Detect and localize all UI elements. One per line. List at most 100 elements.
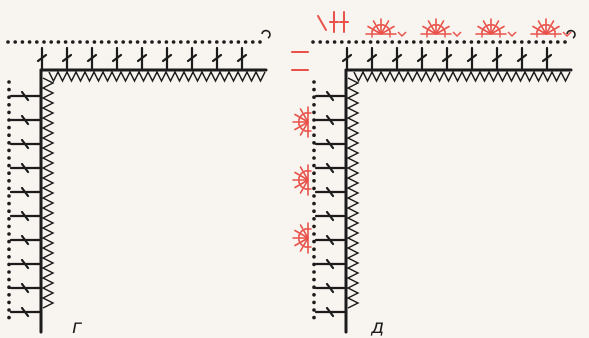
chain-dot <box>347 40 351 44</box>
stitch-slash <box>20 90 30 102</box>
fan-stitch <box>294 171 309 181</box>
left-stitch <box>9 90 41 102</box>
chain-dot <box>484 40 488 44</box>
chain-dot <box>312 186 316 191</box>
chain-dot <box>42 40 46 44</box>
chain-dot <box>312 293 316 297</box>
red-fan-left <box>292 106 312 138</box>
fan-stitch <box>294 229 309 239</box>
top-stitch <box>161 46 173 70</box>
chain-dot <box>7 186 11 191</box>
chain-dot <box>312 224 316 229</box>
chain-dot <box>541 40 546 44</box>
stitch-slash <box>541 53 553 63</box>
chain-dot <box>207 40 212 44</box>
chain-dot <box>548 40 553 44</box>
stitch-slash <box>325 258 335 270</box>
left-stitch <box>9 186 41 198</box>
chain-dot <box>354 40 359 44</box>
top-stitch <box>86 46 98 70</box>
chain-dot <box>7 293 11 297</box>
fan-stitch <box>422 25 437 35</box>
chain-dot <box>312 133 316 137</box>
chain-dot <box>440 40 445 44</box>
stitch-slash <box>161 53 173 63</box>
red-fan-top <box>420 18 452 38</box>
chain-dot <box>383 40 387 44</box>
chain-dot <box>312 125 316 130</box>
chain-dot <box>312 80 316 84</box>
fan-stitch <box>537 20 547 35</box>
diagram-label-g: г <box>72 316 82 338</box>
stitch-slash <box>325 138 335 150</box>
stitch-slash <box>20 186 30 198</box>
fan-stitch <box>299 237 309 252</box>
chain-dot <box>135 40 140 44</box>
top-stitch <box>111 46 123 70</box>
chain-dot <box>7 110 11 115</box>
chain-dot <box>426 40 431 44</box>
top-stitch <box>541 46 553 70</box>
chain-dot <box>312 201 316 206</box>
chain-dot <box>312 285 316 290</box>
fan-stitch <box>427 20 437 35</box>
stitch-slash <box>325 90 335 102</box>
chain-dot <box>361 40 366 44</box>
chain-dot <box>340 40 344 44</box>
stitch-slash <box>20 282 30 294</box>
chain-dot <box>7 209 11 213</box>
chain-dot <box>512 40 517 44</box>
left-stitch <box>314 90 346 102</box>
chain-dot <box>419 40 423 44</box>
chain-dot <box>35 40 39 44</box>
chain-dot <box>312 118 316 122</box>
chain-dot <box>179 40 183 44</box>
top-stitch <box>466 46 478 70</box>
chain-dot <box>164 40 169 44</box>
chain-dot <box>7 285 11 290</box>
zigzag-top <box>48 70 266 83</box>
left-stitch <box>9 210 41 222</box>
chain-dot <box>7 118 11 122</box>
diagram-label-d: д <box>371 316 385 338</box>
chain-dot <box>92 40 97 44</box>
chain-dot <box>312 315 316 320</box>
chain-dot <box>312 141 316 145</box>
stitch-slash <box>516 53 528 63</box>
left-stitch <box>314 186 346 198</box>
chain-dot <box>498 40 503 44</box>
chain-dot <box>7 179 11 183</box>
chain-dot <box>7 270 11 274</box>
left-stitch <box>314 258 346 270</box>
diagram-d <box>291 11 576 334</box>
chain-dot <box>312 239 316 244</box>
chain-dot <box>128 40 133 44</box>
chain-dot <box>312 277 316 282</box>
chain-dot <box>312 194 316 198</box>
red-chain <box>562 31 572 38</box>
left-stitch <box>314 210 346 222</box>
chain-dot <box>171 40 176 44</box>
fan-stitch <box>490 20 500 35</box>
chain-dot <box>312 103 316 107</box>
fan-stitch <box>380 25 395 35</box>
chain-dot <box>114 40 118 44</box>
top-stitch <box>36 46 48 70</box>
chain-dot <box>520 40 524 44</box>
red-stitch <box>317 15 327 31</box>
chain-dot <box>534 40 538 44</box>
fan-stitch <box>299 224 309 239</box>
chain-dot <box>7 277 11 282</box>
stitch-slash <box>325 114 335 126</box>
fan-stitch <box>294 237 309 247</box>
chain-dot <box>491 40 495 44</box>
fan-stitch <box>380 20 390 35</box>
fan-stitch <box>545 25 560 35</box>
stitch-slash <box>491 53 503 63</box>
chain-dot <box>318 40 323 44</box>
chain-dot <box>6 40 10 44</box>
stitch-slash <box>325 306 335 318</box>
chain-dot <box>7 300 11 305</box>
stitch-slash <box>20 138 30 150</box>
stitch-slash <box>111 53 123 63</box>
